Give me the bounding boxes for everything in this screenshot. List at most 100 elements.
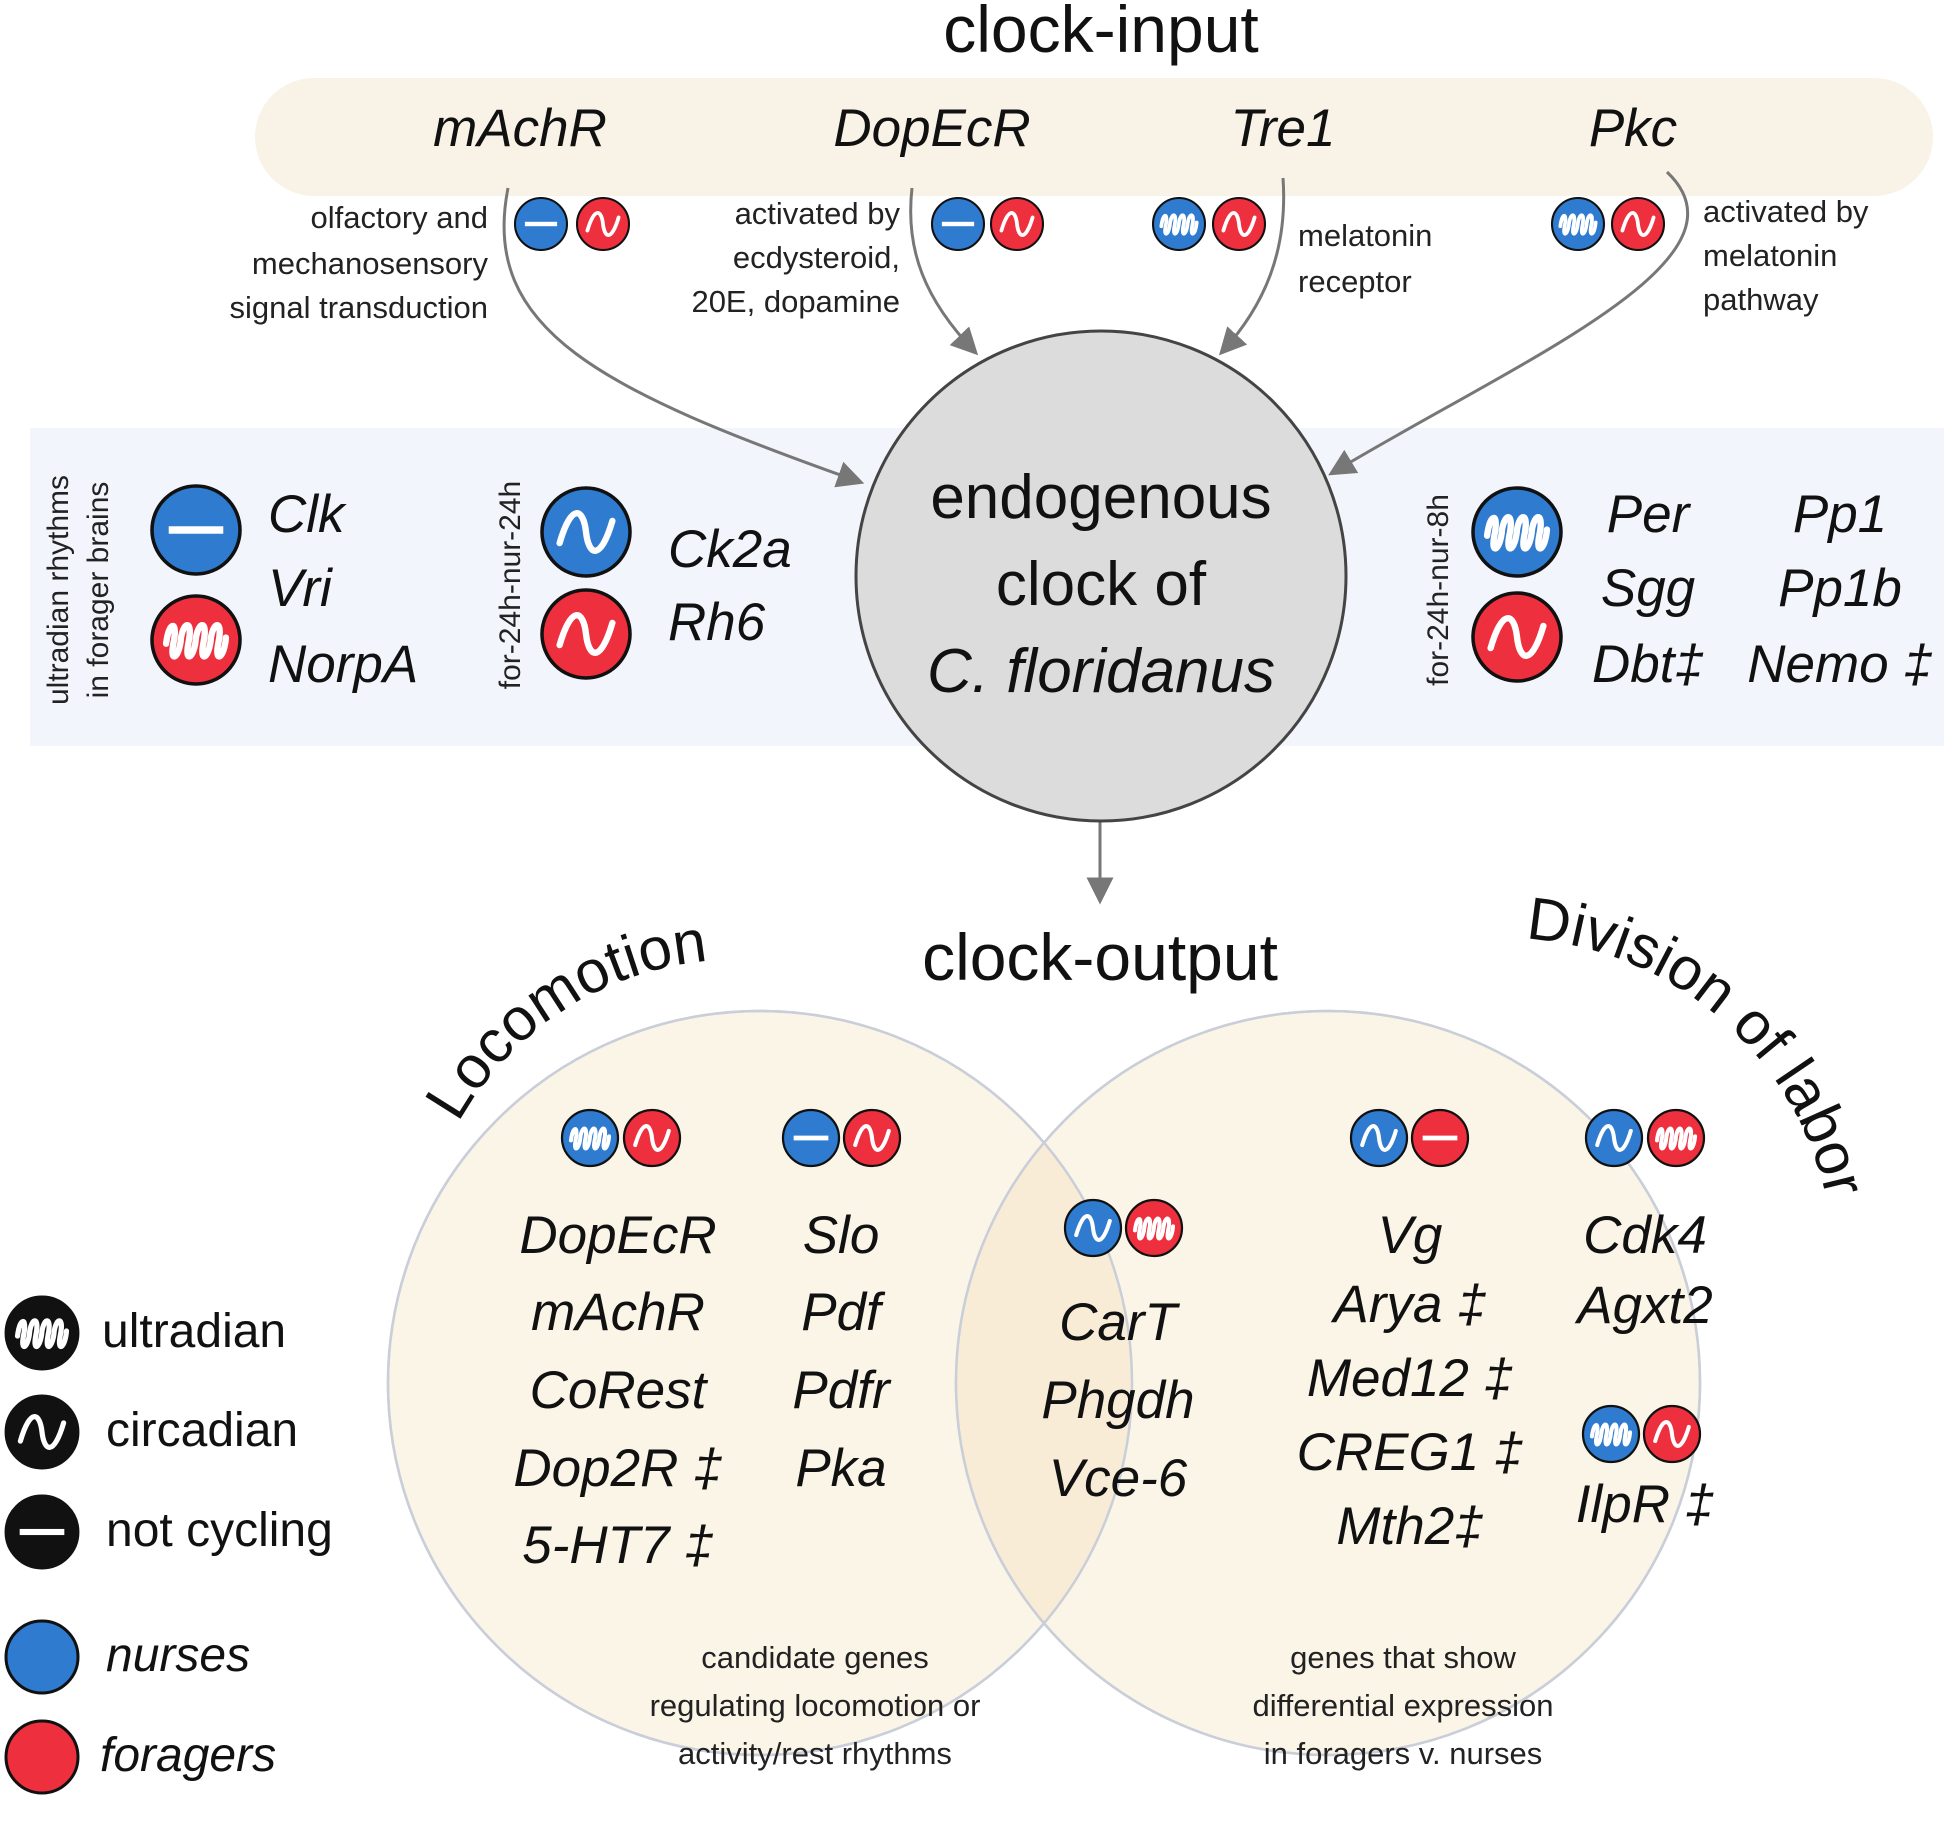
gene-pka: Pka	[795, 1439, 886, 1498]
left-caption-2: regulating locomotion or	[650, 1688, 981, 1723]
left-caption-1: candidate genes	[701, 1640, 929, 1675]
circadian-icon	[1620, 211, 1656, 237]
clock-output-title: clock-output	[922, 920, 1278, 994]
loc1-foragers-badge	[622, 1108, 682, 1168]
tre1-foragers-badge	[1211, 196, 1267, 252]
group3-foragers-badge	[1471, 591, 1563, 683]
circadian-icon	[1595, 1124, 1633, 1152]
dopecr-note-1: activated by	[735, 196, 901, 231]
gene-per: Per	[1607, 485, 1692, 544]
gene-rh6: Rh6	[668, 593, 766, 652]
dopecr-note-2: ecdysteroid,	[733, 240, 900, 275]
legend-nurses-label: nurses	[106, 1629, 250, 1682]
clock-input-title: clock-input	[943, 0, 1258, 66]
gene-dopecr-loc: DopEcR	[519, 1206, 716, 1265]
pkc-note-1: activated by	[1703, 194, 1869, 229]
circadian-icon	[1360, 1124, 1398, 1152]
gene-creg1: CREG1 ‡	[1297, 1423, 1524, 1482]
div3-nurses-badge	[1581, 1404, 1641, 1464]
gene-pp1b: Pp1b	[1778, 559, 1902, 618]
pkc-nurses-badge	[1550, 196, 1606, 252]
input-gene-machr: mAchR	[433, 99, 607, 158]
input-gene-pkc: Pkc	[1589, 99, 1677, 158]
ultradian-icon	[1159, 213, 1199, 236]
legend-foragers-label: foragers	[100, 1729, 276, 1782]
not-cycling-icon	[524, 221, 558, 227]
pkc-foragers-badge	[1610, 196, 1666, 252]
gene-pdfr: Pdfr	[792, 1361, 892, 1420]
circadian-icon	[1221, 211, 1257, 237]
input-gene-tre1: Tre1	[1230, 99, 1335, 158]
clock-line-2: clock of	[996, 550, 1207, 619]
right-caption-2: differential expression	[1253, 1688, 1554, 1723]
right-caption-3: in foragers v. nurses	[1264, 1736, 1543, 1771]
ultradian-icon	[1132, 1216, 1176, 1241]
not-cycling-icon	[1422, 1135, 1458, 1141]
gene-ck2a: Ck2a	[668, 520, 792, 579]
circadian-icon	[1487, 615, 1547, 659]
clock-line-1: endogenous	[930, 463, 1271, 532]
arrow-tre1	[1218, 177, 1286, 356]
gene-5ht7: 5-HT7 ‡	[522, 1516, 713, 1575]
not-cycling-icon	[793, 1135, 829, 1141]
div2-foragers-badge	[1646, 1108, 1706, 1168]
gene-slo: Slo	[803, 1206, 880, 1265]
arrow-pkc	[1328, 170, 1690, 476]
legend-foragers-swatch	[4, 1719, 80, 1795]
gene-vce6: Vce-6	[1049, 1449, 1188, 1508]
legend-circadian-label: circadian	[106, 1404, 298, 1457]
ultradian-icon	[1589, 1422, 1633, 1447]
loc2-nurses-badge	[781, 1108, 841, 1168]
legend-not-cycling-label: not cycling	[106, 1504, 333, 1557]
clock-output-backdrop	[885, 908, 1317, 1008]
tre1-note-1: melatonin	[1298, 218, 1432, 253]
gene-vg: Vg	[1378, 1206, 1443, 1265]
circadian-icon	[999, 211, 1035, 237]
gene-vri: Vri	[268, 559, 333, 618]
gene-ilpr: IlpR ‡	[1576, 1475, 1714, 1534]
not-cycling-icon	[19, 1528, 65, 1536]
machr-note-1: olfactory and	[311, 200, 489, 235]
gene-nemo: Nemo ‡	[1747, 635, 1933, 694]
gene-dbt: Dbt‡	[1592, 635, 1704, 694]
circadian-icon	[853, 1124, 891, 1152]
group2-nurses-badge	[540, 486, 632, 578]
mid-nurses-badge	[1063, 1198, 1123, 1258]
endogenous-clock	[854, 329, 1348, 823]
pkc-note-3: pathway	[1703, 282, 1819, 317]
gene-corest: CoRest	[530, 1361, 709, 1420]
tre1-note-2: receptor	[1298, 264, 1412, 299]
input-arrows	[502, 170, 1690, 905]
ultradian-icon	[568, 1126, 612, 1151]
gene-med12: Med12 ‡	[1307, 1349, 1513, 1408]
group1-nurses-badge	[150, 484, 242, 576]
machr-note-2: mechanosensory	[252, 246, 489, 281]
machr-note-3: signal transduction	[230, 290, 489, 325]
ultradian-icon	[1558, 213, 1598, 236]
legend-not-cycling-icon	[4, 1494, 80, 1570]
clock-line-3: C. floridanus	[927, 637, 1275, 706]
circadian-icon	[633, 1124, 671, 1152]
dopecr-foragers-badge	[989, 196, 1045, 252]
not-cycling-icon	[941, 221, 975, 227]
div1-nurses-badge	[1349, 1108, 1409, 1168]
legend-ultradian-label: ultradian	[102, 1305, 286, 1358]
gene-machr-loc: mAchR	[531, 1283, 705, 1342]
group2-label: for-24h-nur-24h	[494, 481, 527, 689]
circadian-icon	[1653, 1420, 1691, 1448]
pkc-note-2: melatonin	[1703, 238, 1837, 273]
legend-circadian-icon	[4, 1394, 80, 1470]
machr-foragers-badge	[575, 196, 631, 252]
ultradian-icon	[14, 1318, 70, 1349]
group1-label-1: ultradian rhythms	[42, 475, 75, 705]
gene-arya: Arya ‡	[1330, 1275, 1486, 1334]
group3-label: for-24h-nur-8h	[1422, 494, 1455, 686]
tre1-nurses-badge	[1151, 196, 1207, 252]
arrow-machr	[502, 187, 865, 488]
dopecr-note-3: 20E, dopamine	[691, 284, 900, 319]
gene-pp1: Pp1	[1793, 485, 1887, 544]
dopecr-nurses-badge	[930, 196, 986, 252]
group2-foragers-badge	[540, 588, 632, 680]
div1-foragers-badge	[1410, 1108, 1470, 1168]
